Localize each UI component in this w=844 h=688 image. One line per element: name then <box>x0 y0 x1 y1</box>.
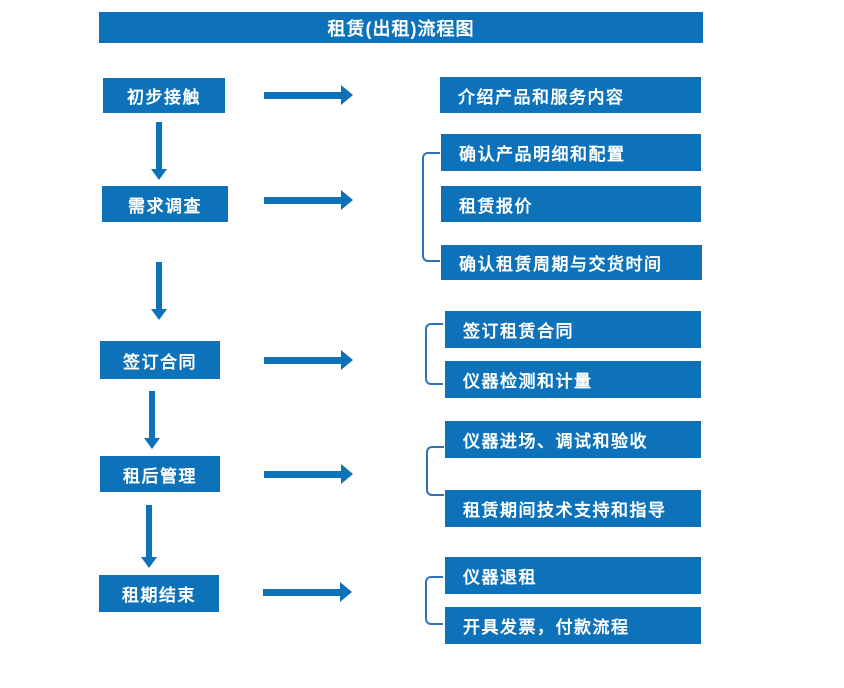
stage-box-demand-survey: 需求调查 <box>102 186 228 222</box>
flowchart-title: 租赁(出租)流程图 <box>99 12 703 43</box>
detail-box: 租赁报价 <box>441 186 701 222</box>
stage-box-sign-contract: 签订合同 <box>100 341 220 379</box>
detail-box: 介绍产品和服务内容 <box>440 77 701 113</box>
stage-box-initial-contact: 初步接触 <box>103 78 225 113</box>
right-arrow-icon <box>264 189 353 211</box>
detail-box: 确认租赁周期与交货时间 <box>441 245 702 280</box>
down-arrow-icon <box>144 391 160 449</box>
detail-box: 仪器退租 <box>445 557 701 594</box>
detail-box: 仪器进场、调试和验收 <box>445 421 701 458</box>
right-arrow-icon <box>264 463 353 485</box>
details-group-bracket <box>425 323 443 385</box>
right-arrow-icon <box>263 581 352 603</box>
details-group-bracket <box>422 152 440 262</box>
details-group-bracket <box>425 576 443 625</box>
detail-box: 仪器检测和计量 <box>445 361 701 398</box>
right-arrow-icon <box>264 84 353 106</box>
detail-box: 确认产品明细和配置 <box>441 134 701 171</box>
details-group-bracket <box>426 446 444 496</box>
detail-box: 签订租赁合同 <box>445 311 701 348</box>
down-arrow-icon <box>151 262 167 320</box>
stage-box-post-rental-management: 租后管理 <box>100 456 220 492</box>
detail-box: 开具发票，付款流程 <box>445 607 701 644</box>
down-arrow-icon <box>141 505 157 568</box>
detail-box: 租赁期间技术支持和指导 <box>445 490 701 527</box>
down-arrow-icon <box>151 122 167 180</box>
right-arrow-icon <box>264 349 353 371</box>
stage-box-lease-end: 租期结束 <box>99 575 219 612</box>
